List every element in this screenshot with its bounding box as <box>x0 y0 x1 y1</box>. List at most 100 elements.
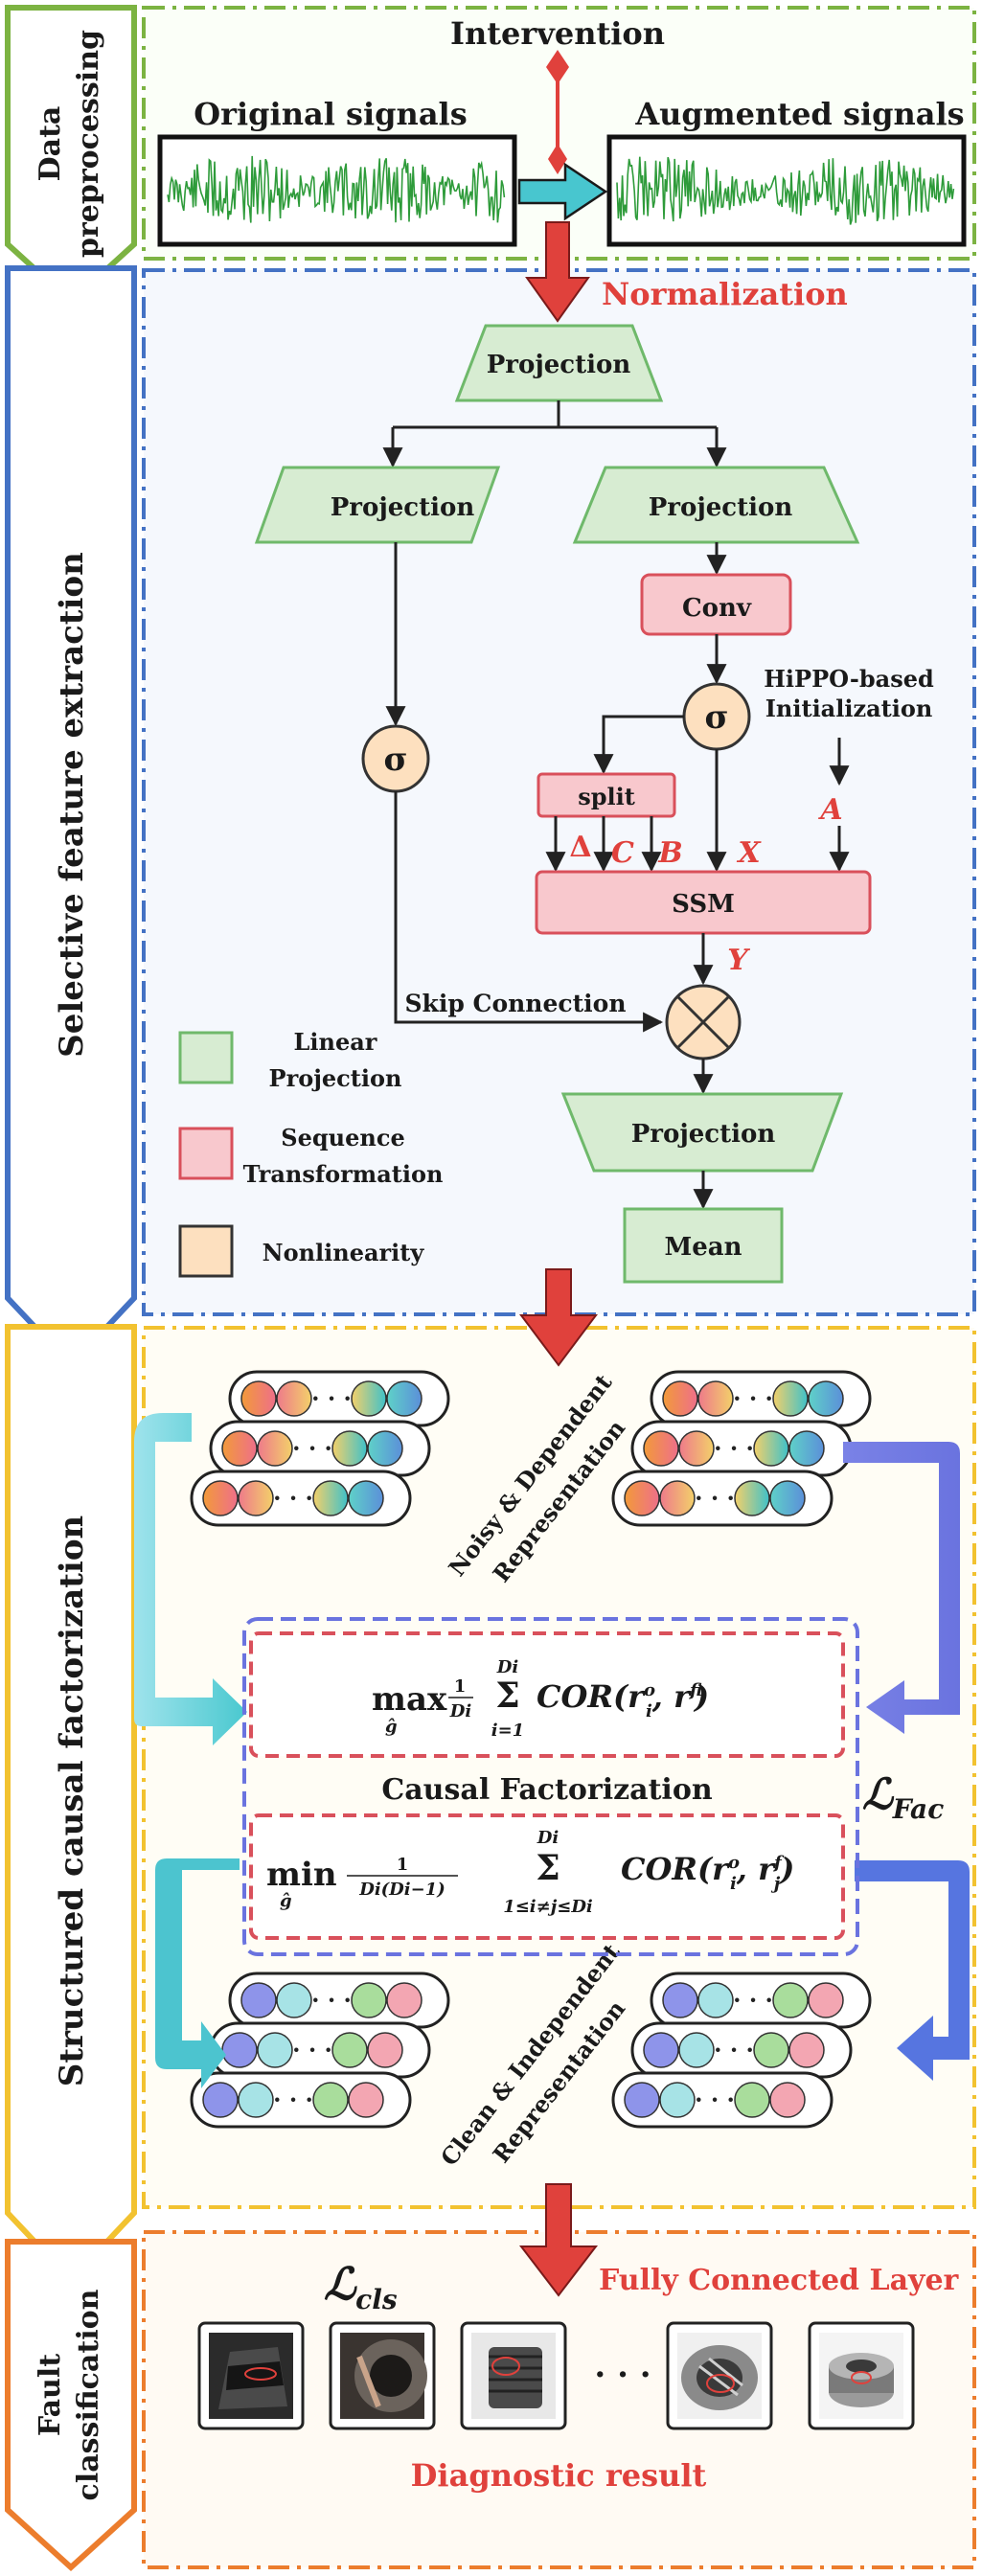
arrow-top-left <box>134 1413 247 1745</box>
svg-text:Di: Di <box>496 1657 519 1677</box>
mean-block <box>623 1207 784 1284</box>
svg-text:min: min <box>266 1856 337 1894</box>
projection-left-label: Projection <box>331 493 475 522</box>
label-a: A <box>817 793 842 827</box>
fault-image-3 <box>460 2321 567 2430</box>
svg-text:ĝ: ĝ <box>385 1717 398 1737</box>
projection-right <box>572 466 860 544</box>
label-delta: Δ <box>569 831 591 864</box>
vector-pill: · · · <box>209 2021 431 2079</box>
arrow-bot-right <box>855 1860 970 2081</box>
fault-image-4 <box>666 2321 773 2430</box>
vector-pill: · · · <box>190 1470 412 1527</box>
vector-pill: · · · <box>650 1370 872 1427</box>
fault-image-1 <box>197 2321 305 2430</box>
vector-pill: · · · <box>228 1370 450 1427</box>
legend-swatch-linear <box>178 1031 234 1084</box>
intervention-label: Intervention <box>450 15 665 52</box>
svg-text:COR(roi, rfi): COR(roi, rfi) <box>537 1678 709 1721</box>
stage-fault-label-1: Fault <box>34 2354 67 2436</box>
max-objective-box <box>249 1631 845 1758</box>
equation-max: max ĝ 1 Di Di Σ i=1 COR(roi, rfi) <box>372 1657 709 1741</box>
arrow-bot-left <box>155 1858 240 2088</box>
clean-vectors-right: · · · · · · · · · <box>611 1972 872 2129</box>
arrow-top-right <box>843 1442 960 1734</box>
intervention-marker <box>546 50 569 174</box>
noisy-vectors-right: · · · · · · · · · <box>611 1370 872 1527</box>
svg-text:Σ: Σ <box>495 1676 519 1716</box>
vector-pill: · · · <box>228 1972 450 2029</box>
svg-text:ĝ: ĝ <box>280 1891 292 1911</box>
svg-text:1: 1 <box>454 1676 467 1697</box>
projection-bottom <box>560 1092 844 1173</box>
svg-text:Σ: Σ <box>536 1848 560 1888</box>
svg-text:· · ·: · · · <box>714 2036 754 2063</box>
stage-data-label-2: preprocessing <box>72 30 105 258</box>
stage-feature-label: Selective feature extraction <box>53 552 91 1058</box>
mean-label: Mean <box>664 1233 742 1262</box>
sigma-left-label: σ <box>383 741 407 779</box>
svg-text:· · ·: · · · <box>695 1484 735 1512</box>
stage-tab-fault: Fault classification <box>5 2239 137 2572</box>
svg-text:· · ·: · · · <box>273 1484 313 1512</box>
svg-text:Di(Di−1): Di(Di−1) <box>358 1880 445 1900</box>
svg-text:· · ·: · · · <box>695 2086 735 2113</box>
legend-linear-2: Projection <box>269 1064 402 1092</box>
factorization-outer-box <box>242 1617 859 1956</box>
svg-text:Di: Di <box>537 1828 560 1848</box>
skip-connection-line <box>394 791 664 1033</box>
legend-swatch-nonlin <box>178 1224 234 1278</box>
original-signals-label: Original signals <box>194 96 467 132</box>
stage-tab-data: Data preprocessing <box>5 5 137 307</box>
svg-text:· · ·: · · · <box>714 1434 754 1462</box>
ssm-label: SSM <box>672 890 735 919</box>
clean-vectors-left: · · · · · · · · · <box>190 1972 450 2129</box>
sigma-right-label: σ <box>704 698 728 737</box>
red-arrow-fault <box>518 2183 599 2297</box>
min-objective-box <box>249 1813 845 1940</box>
svg-text:· · ·: · · · <box>733 1986 773 2014</box>
multiply-node <box>665 984 742 1060</box>
red-arrow-normalization <box>525 221 590 323</box>
hippo-label-1: HiPPO-based <box>764 665 934 693</box>
vector-pill: · · · <box>611 1470 834 1527</box>
stage-tab-causal: Structured causal factorization <box>5 1324 137 2285</box>
skip-connection-label: Skip Connection <box>404 990 626 1017</box>
vector-pill: · · · <box>209 1420 431 1477</box>
projection-right-label: Projection <box>649 493 793 522</box>
stage-data-label-1: Data <box>34 106 67 182</box>
svg-text:· · ·: · · · <box>733 1384 773 1412</box>
augment-arrow <box>517 162 608 221</box>
branch-lines <box>393 400 717 429</box>
augmented-signals-label: Augmented signals <box>634 96 964 132</box>
conv-label: Conv <box>682 594 752 623</box>
causal-factorization-title: Causal Factorization <box>381 1773 712 1807</box>
noisy-vectors-left: · · · · · · · · · <box>190 1370 450 1527</box>
split-label: split <box>578 783 635 810</box>
projection-left <box>254 466 501 544</box>
svg-text:1≤i≠j≤Di: 1≤i≠j≤Di <box>503 1897 593 1917</box>
svg-text:· · ·: · · · <box>311 1384 352 1412</box>
fc-layer-label: Fully Connected Layer <box>599 2264 960 2297</box>
stage-fault-label-2: classification <box>72 2289 105 2500</box>
vector-pill: · · · <box>611 2071 834 2129</box>
label-c: C <box>611 836 634 870</box>
legend-seq-1: Sequence <box>281 1124 404 1151</box>
svg-text:· · ·: · · · <box>311 1986 352 2014</box>
legend-seq-2: Transformation <box>243 1160 444 1188</box>
fault-image-2 <box>329 2321 436 2430</box>
legend-swatch-seq <box>178 1127 234 1180</box>
split-block <box>537 772 676 818</box>
vector-pill: · · · <box>630 1420 853 1477</box>
svg-text:1: 1 <box>397 1855 409 1875</box>
svg-text:max: max <box>372 1680 447 1719</box>
svg-text:· · ·: · · · <box>292 2036 332 2063</box>
vector-pill: · · · <box>630 2021 853 2079</box>
augmented-waveform <box>616 156 955 225</box>
stage-tab-feature: Selective feature extraction <box>5 265 137 1370</box>
svg-text:· · ·: · · · <box>292 1434 332 1462</box>
projection-top <box>454 324 664 402</box>
vector-pill: · · · <box>190 2071 412 2129</box>
